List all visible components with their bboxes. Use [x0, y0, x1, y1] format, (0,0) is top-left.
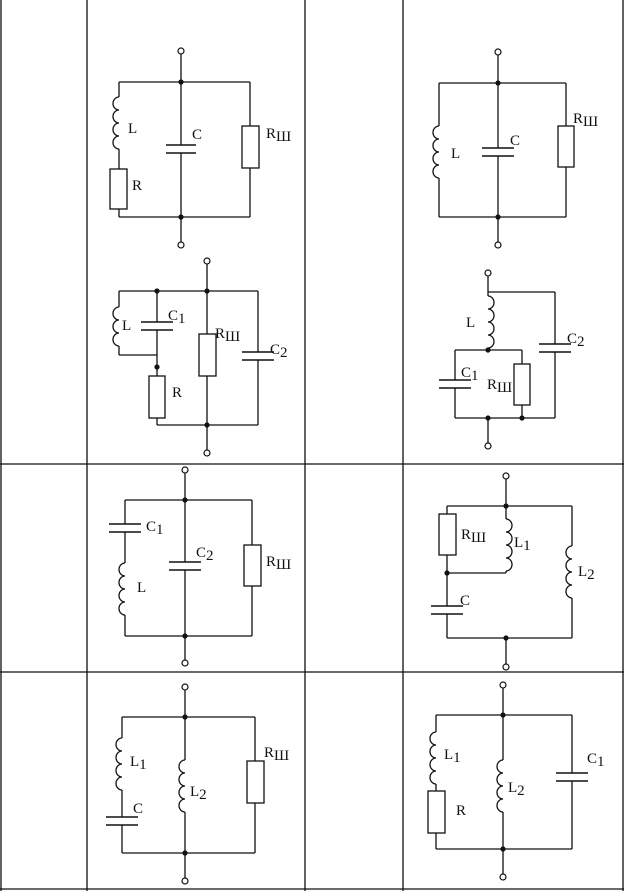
label-L: L: [128, 121, 137, 137]
label-L2: L2: [190, 784, 207, 803]
terminal-top: [181, 466, 189, 474]
label-L: L: [137, 580, 146, 596]
inductor-L2: [496, 759, 504, 813]
terminal-bottom: [494, 241, 502, 249]
resistor-Rsh: [557, 125, 575, 168]
resistor-R: [148, 375, 166, 419]
terminal-bottom: [499, 873, 507, 881]
label-R: R: [456, 803, 466, 819]
inductor-L1: [505, 518, 513, 572]
resistor-R: [109, 168, 128, 210]
label-L1: L1: [130, 754, 147, 773]
label-L: L: [122, 318, 131, 334]
inductor-L1: [429, 731, 437, 785]
label-Rsh: RШ: [573, 111, 598, 130]
label-C: C: [192, 127, 202, 143]
label-C2: C2: [270, 342, 288, 361]
inductor-L2: [565, 545, 573, 599]
resistor-Rsh: [513, 363, 531, 406]
resistor-Rsh: [243, 544, 262, 587]
label-C2: C2: [196, 545, 214, 564]
circuit-1: L R C RШ: [109, 47, 291, 249]
circuit-6: RШ L1 C L2: [431, 472, 595, 671]
label-L2: L2: [578, 564, 595, 583]
resistor-Rsh: [246, 760, 265, 804]
label-Rsh: RШ: [215, 326, 240, 345]
terminal-top: [203, 257, 211, 265]
terminal-top: [181, 683, 189, 691]
terminal-bottom: [484, 442, 492, 450]
label-C1: C1: [587, 751, 605, 770]
label-L1: L1: [444, 747, 461, 766]
circuit-8: L1 R L2 C1: [427, 681, 605, 881]
inductor-L: [487, 295, 495, 349]
resistor-Rsh: [241, 125, 260, 169]
resistor-Rsh: [198, 333, 217, 377]
label-C2: C2: [567, 331, 585, 350]
label-Rsh: RШ: [487, 377, 512, 396]
circuit-3: L C1 R RШ C2: [112, 257, 288, 457]
terminal-top: [484, 269, 492, 277]
inductor-L2: [178, 759, 186, 813]
inductor-L1: [115, 737, 123, 791]
terminal-bottom: [181, 659, 189, 667]
label-C: C: [133, 801, 143, 817]
terminal-top: [499, 681, 507, 689]
terminal-top: [494, 48, 502, 56]
label-R: R: [132, 178, 142, 194]
terminal-bottom: [502, 663, 510, 671]
circuit-4: L C1 RШ C2: [439, 269, 585, 450]
circuit-5: C1 L C2 RШ: [109, 466, 291, 667]
terminal-top: [177, 47, 185, 55]
label-Rsh: RШ: [266, 554, 291, 573]
label-C1: C1: [461, 365, 479, 384]
label-L: L: [451, 146, 460, 162]
circuit-2: L C RШ: [432, 48, 598, 249]
inductor-L: [118, 562, 126, 616]
terminal-top: [502, 472, 510, 480]
terminal-bottom: [203, 449, 211, 457]
label-C: C: [460, 593, 470, 609]
label-L2: L2: [508, 780, 525, 799]
terminal-bottom: [177, 241, 185, 249]
label-C1: C1: [168, 308, 186, 327]
resistor-Rsh: [438, 513, 457, 556]
label-Rsh: RШ: [266, 126, 291, 145]
label-L1: L1: [514, 535, 531, 554]
label-Rsh: RШ: [264, 745, 289, 764]
terminal-bottom: [181, 877, 189, 885]
label-C1: C1: [146, 519, 164, 538]
resistor-R: [427, 790, 446, 834]
inductor-L: [112, 306, 120, 347]
label-C: C: [510, 133, 520, 149]
circuit-7: L1 C L2 RШ: [106, 683, 289, 885]
label-L: L: [466, 315, 475, 331]
inductor-L: [432, 125, 440, 179]
label-R: R: [172, 385, 182, 401]
label-Rsh: RШ: [461, 527, 486, 546]
inductor-L: [112, 96, 120, 150]
